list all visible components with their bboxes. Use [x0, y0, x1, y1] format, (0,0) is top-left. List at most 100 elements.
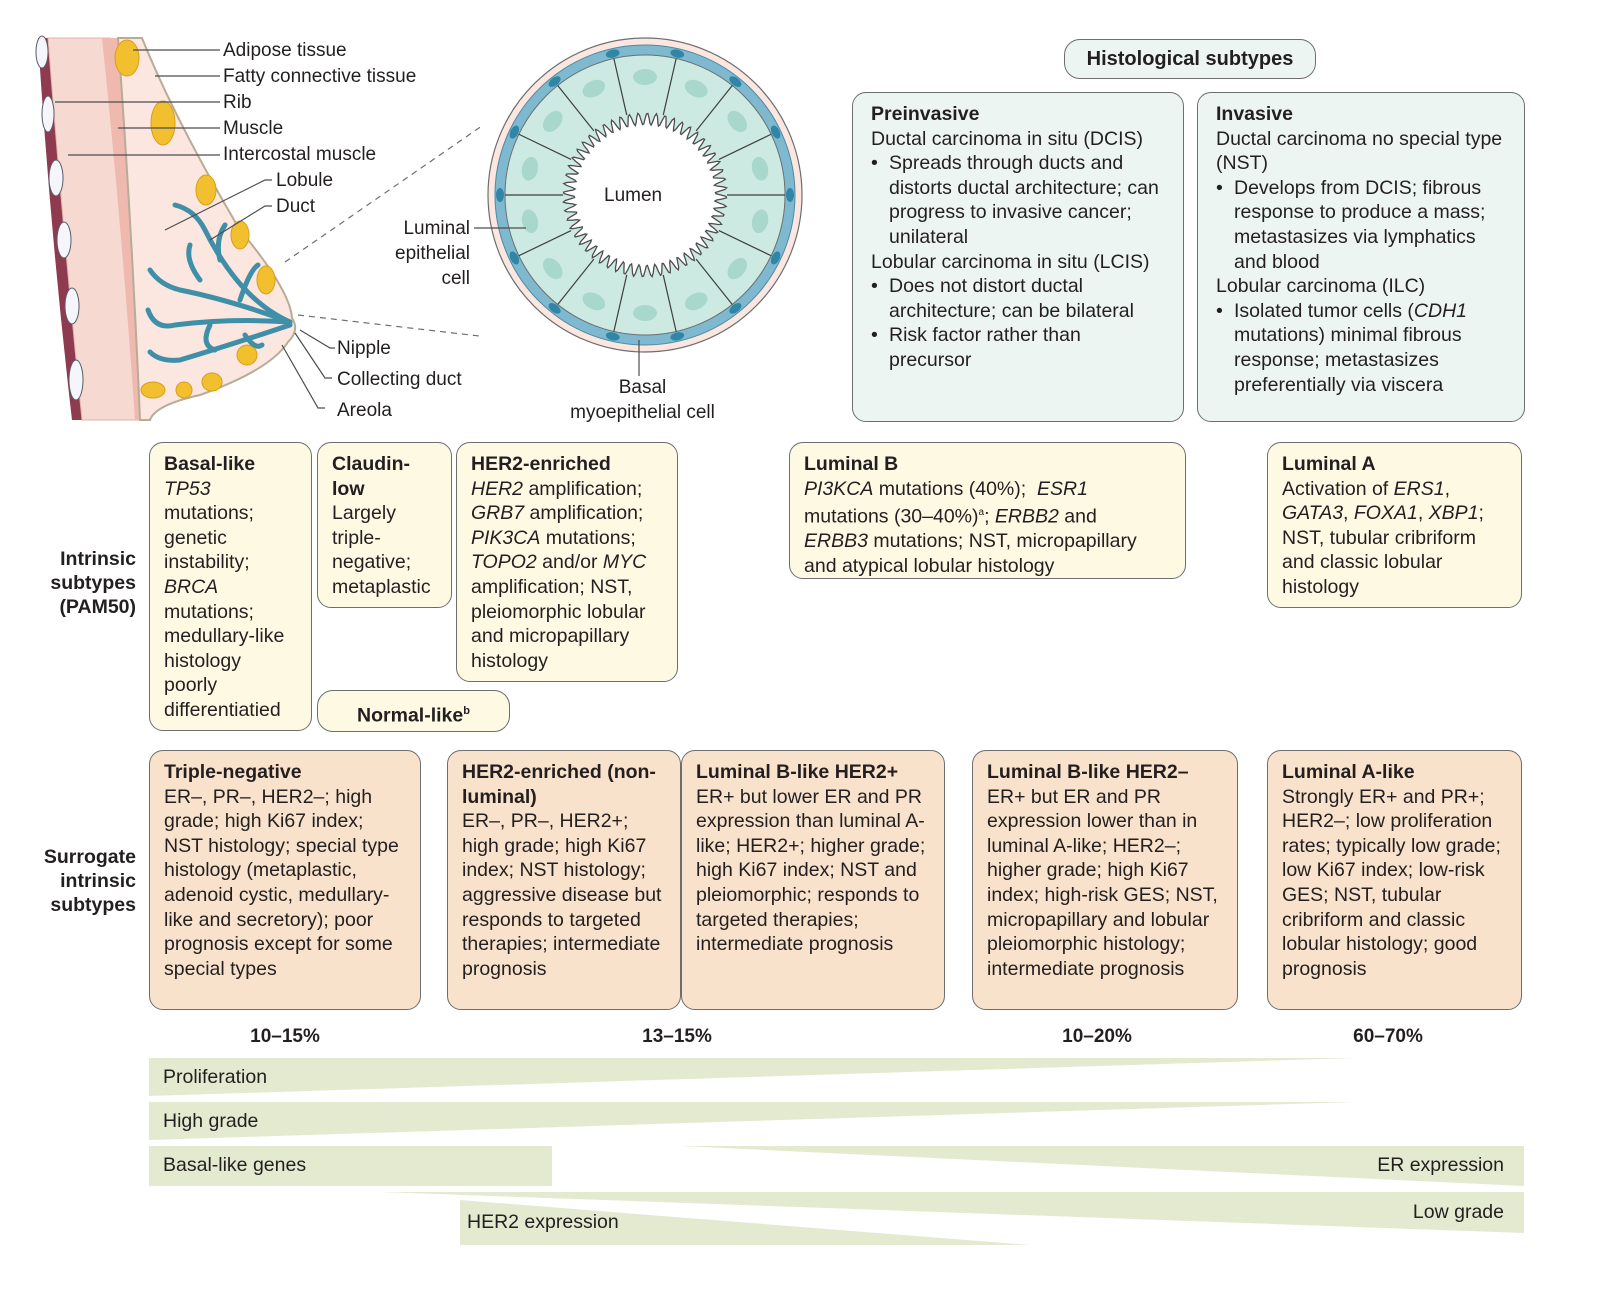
label-line: (PAM50): [59, 596, 136, 618]
box-title: Luminal B: [804, 453, 899, 475]
luminal-a-box: Luminal A Activation of ERS1, GATA3, FOX…: [1267, 442, 1522, 608]
ilc-bullet: Isolated tumor cells (CDH1 mutations) mi…: [1216, 299, 1506, 397]
label-basal-myoepithelial-cell: Basal myoepithelial cell: [545, 375, 740, 425]
cell-divider: [695, 85, 733, 132]
her2-non-luminal-box: HER2-enriched (non-luminal) ER–, PR–, HE…: [447, 750, 681, 1010]
gene-name: HER2: [471, 477, 524, 500]
cell-divider: [557, 258, 595, 305]
gradient-label-low-grade: Low grade: [1412, 1201, 1504, 1223]
leader-lines: [55, 49, 335, 409]
cell-divider: [518, 133, 572, 160]
gene-name: BRCA: [164, 575, 219, 598]
gradient-label-basal-like-genes: Basal-like genes: [163, 1154, 307, 1176]
label-rib: Rib: [223, 92, 252, 113]
box-text: ER+ but ER and PR expression lower than …: [987, 785, 1218, 980]
box-title: Luminal B-like HER2–: [987, 761, 1189, 783]
label-fatty-connective-tissue: Fatty connective tissue: [223, 66, 417, 87]
myoepithelial-nucleus: [496, 188, 504, 203]
gene-name: CDH1: [1413, 299, 1467, 322]
box-title: Luminal A-like: [1282, 761, 1415, 783]
box-title: Preinvasive: [871, 103, 980, 125]
claudin-low-box: Claudin-low Largely triple-negative; met…: [317, 442, 452, 608]
text-run: Largely triple-negative; metaplastic: [332, 502, 431, 598]
box-text: ER–, PR–, HER2–; high grade; high Ki67 i…: [164, 785, 399, 980]
text-run: Isolated tumor cells (: [1234, 299, 1414, 322]
footnote-marker: b: [463, 705, 470, 717]
gradient-label-her2-expression: HER2 expression: [467, 1211, 619, 1233]
cell-divider: [613, 274, 628, 332]
label-areola: Areola: [337, 400, 392, 421]
label-lumen: Lumen: [604, 185, 663, 206]
label-duct: Duct: [276, 196, 316, 217]
gene-name: GATA3: [1282, 502, 1344, 525]
text-run: Activation of: [1282, 477, 1394, 500]
text-run: mutations; genetic instability;: [164, 502, 254, 574]
intrinsic-row-label: Intrinsic subtypes (PAM50): [20, 547, 136, 619]
her2-enriched-box: HER2-enriched HER2 amplification; GRB7 a…: [456, 442, 678, 682]
prevalence-triple-negative: 10–15%: [250, 1026, 320, 1047]
luminal-leader-line: [474, 227, 526, 229]
cell-divider: [718, 230, 772, 257]
cell-divider: [518, 230, 572, 257]
gene-name: MYC: [602, 551, 647, 574]
label-line: Surrogate: [43, 846, 136, 868]
cell-divider: [695, 258, 733, 305]
label-lobule: Lobule: [276, 170, 334, 191]
dcis-heading: Ductal carcinoma in situ (DCIS): [871, 127, 1143, 150]
lcis-bullet: Risk factor rather than precursor: [871, 323, 1165, 372]
gene-name: XBP1: [1428, 502, 1479, 525]
nst-bullet: Develops from DCIS; fibrous response to …: [1216, 176, 1506, 274]
myoepithelial-nucleus: [509, 251, 520, 265]
myoepithelial-nucleus: [605, 332, 620, 341]
gene-name: GRB7: [471, 502, 525, 525]
adipose-icons: [114, 39, 276, 399]
text-run: ,: [1343, 502, 1354, 525]
prevalence-luminal-b: 10–20%: [1062, 1026, 1132, 1047]
label-intercostal-muscle: Intercostal muscle: [223, 144, 377, 165]
wedge-high-grade: [149, 1102, 1355, 1140]
wedge-proliferation: [149, 1058, 1355, 1096]
gene-name: ERS1: [1393, 477, 1445, 500]
text-run: mutations) minimal fibrous response; met…: [1234, 324, 1462, 396]
label-line: subtypes: [50, 894, 136, 916]
gene-name: FOXA1: [1353, 502, 1418, 525]
box-title: Claudin-low: [332, 453, 410, 500]
myoepithelial-nucleus: [729, 302, 742, 314]
luminal-nucleus: [727, 257, 748, 280]
label-line: subtypes: [50, 572, 136, 594]
label-line: cell: [441, 268, 470, 289]
basal-like-box: Basal-like TP53 mutations; genetic insta…: [149, 442, 312, 731]
text-run: mutations; NST, micropapillary and atypi…: [804, 530, 1137, 577]
histological-subtypes-header: Histological subtypes: [1064, 39, 1316, 79]
box-text: Strongly ER+ and PR+; HER2–; low prolife…: [1282, 785, 1501, 980]
luminal-nucleus: [633, 69, 657, 85]
gradient-label-er-expression: ER expression: [1377, 1154, 1504, 1176]
label-line: myoepithelial cell: [570, 402, 715, 423]
dcis-bullet: Spreads through ducts and distorts ducta…: [871, 151, 1165, 249]
text-run: mutations; medullary-like histology poor…: [164, 600, 285, 721]
luminal-nucleus: [751, 156, 769, 181]
text-run: and/or: [536, 551, 603, 574]
label-line: Intrinsic: [60, 548, 136, 570]
triple-negative-box: Triple-negative ER–, PR–, HER2–; high gr…: [149, 750, 421, 1010]
gene-name: ESR1: [1037, 477, 1088, 500]
gene-name: PIK3CA: [471, 526, 541, 549]
gene-name: ERBB2: [994, 505, 1059, 528]
preinvasive-box: Preinvasive Ductal carcinoma in situ (DC…: [852, 92, 1184, 422]
luminal-nucleus: [521, 156, 539, 181]
wedge-er-expression: [680, 1146, 1524, 1186]
prevalence-luminal-a: 60–70%: [1353, 1026, 1423, 1047]
box-text: ER+ but lower ER and PR expression than …: [696, 785, 926, 956]
myoepithelial-nucleus: [729, 76, 742, 88]
label-line: Luminal: [403, 218, 470, 239]
cell-divider: [557, 85, 595, 132]
box-title: HER2-enriched (non-luminal): [462, 761, 656, 808]
luminal-nucleus: [727, 110, 748, 133]
normal-like-box: Normal-likeb: [317, 690, 510, 732]
box-title: Luminal A: [1282, 453, 1376, 475]
gene-name: TOPO2: [471, 551, 537, 574]
luminal-b-her2-pos-box: Luminal B-like HER2+ ER+ but lower ER an…: [681, 750, 945, 1010]
duct-tree-icon: [145, 202, 293, 363]
cell-divider: [662, 58, 677, 116]
